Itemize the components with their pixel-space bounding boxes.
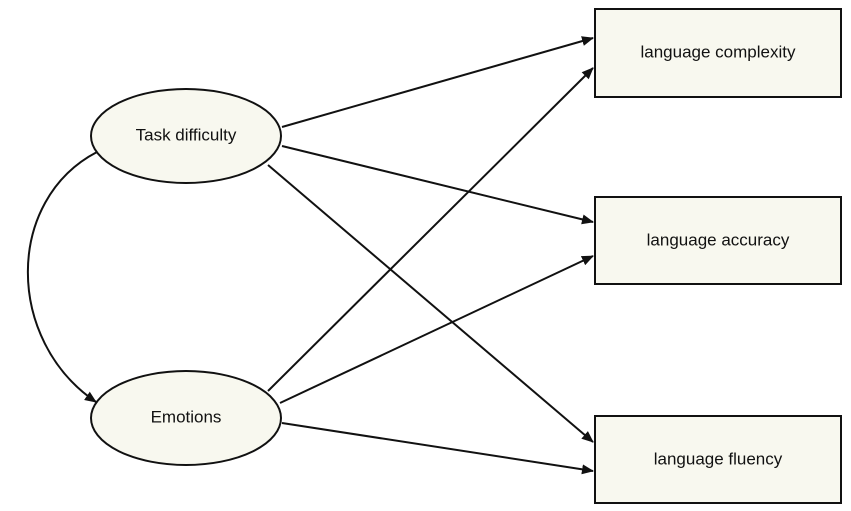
latent-node-label: Emotions: [151, 407, 222, 426]
latent-node-emotions: Emotions: [90, 370, 282, 466]
observed-node-language-fluency: language fluency: [594, 415, 842, 504]
path-arrow-emotions-to-fluency: [281, 422, 594, 475]
observed-node-label: language accuracy: [647, 230, 790, 249]
latent-node-task-difficulty: Task difficulty: [90, 88, 282, 184]
path-arrow-emotions-to-complexity: [267, 67, 594, 392]
covariance-arrow-task-emotions: [27, 142, 110, 403]
observed-node-label: language complexity: [641, 42, 796, 61]
latent-node-label: Task difficulty: [136, 125, 237, 144]
path-arrow-task-to-complexity: [281, 36, 594, 128]
path-arrow-task-to-fluency: [267, 164, 594, 443]
path-arrow-emotions-to-accuracy: [279, 255, 594, 404]
observed-node-language-complexity: language complexity: [594, 8, 842, 98]
path-arrow-task-to-accuracy: [281, 145, 594, 225]
observed-node-label: language fluency: [654, 449, 783, 468]
observed-node-language-accuracy: language accuracy: [594, 196, 842, 285]
